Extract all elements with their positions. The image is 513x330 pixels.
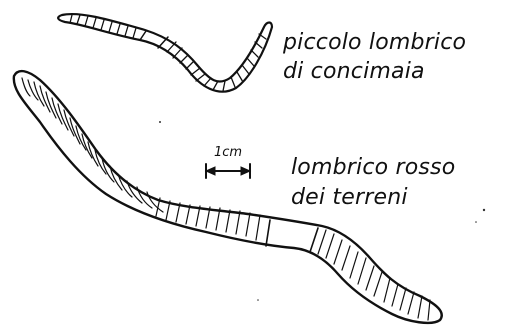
small-worm-outline [58,14,272,92]
paper-specks [159,121,485,301]
red-worm-label-line2: dei terreni [291,186,408,210]
scale-bar [206,164,250,178]
small-worm [58,14,272,92]
scale-label: 1cm [214,145,242,160]
small-worm-label-line2: di concimaia [283,60,425,84]
red-worm-label-line1: lombrico rosso [291,156,455,180]
small-worm-label-line1: piccolo lombrico [283,31,466,55]
